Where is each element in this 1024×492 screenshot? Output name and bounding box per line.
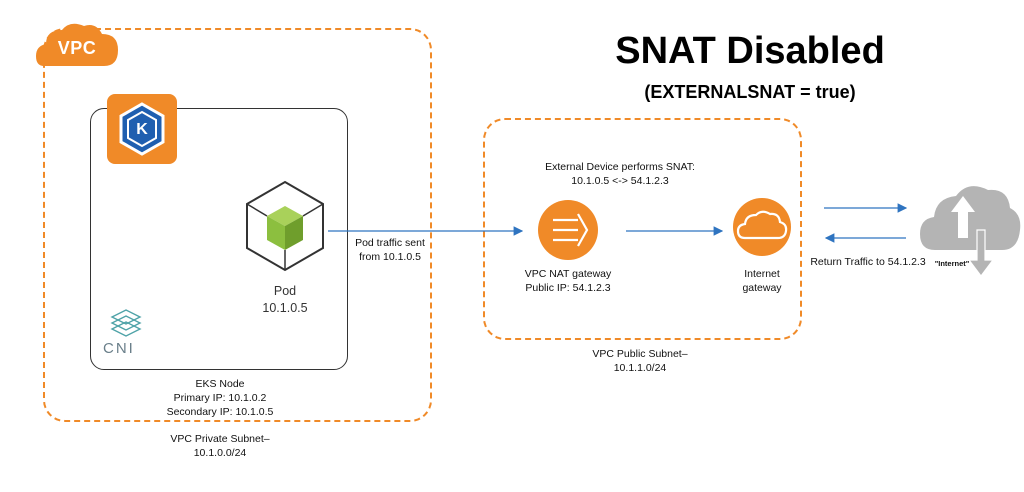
pod-label: Pod	[273, 284, 297, 298]
private-subnet-line1: VPC Private Subnet–	[170, 433, 270, 445]
internet-gateway-icon	[733, 198, 791, 256]
public-subnet-label: VPC Public Subnet– 10.1.1.0/24	[570, 347, 710, 375]
public-subnet-line2: 10.1.1.0/24	[613, 362, 667, 374]
internet-gateway-label: Internet gateway	[722, 267, 802, 295]
vpc-tag: VPC	[34, 20, 120, 70]
nat-gateway-label: VPC NAT gateway Public IP: 54.1.2.3	[508, 267, 628, 295]
internet-cloud-icon	[920, 186, 1021, 277]
internet-gateway-line1: Internet	[744, 268, 780, 280]
pod-traffic-line2: from 10.1.0.5	[359, 251, 421, 263]
return-traffic-label: Return Traffic to 54.1.2.3	[810, 256, 926, 268]
nat-gateway-icon	[538, 200, 598, 260]
eks-node-info: EKS Node Primary IP: 10.1.0.2 Secondary …	[150, 377, 290, 419]
public-subnet-line1: VPC Public Subnet–	[592, 348, 688, 360]
pod-traffic-line1: Pod traffic sent	[355, 237, 425, 249]
pod-ip: 10.1.0.5	[262, 301, 308, 315]
nat-gateway-line1: VPC NAT gateway	[524, 268, 612, 280]
nat-gateway-line2: Public IP: 54.1.2.3	[525, 282, 611, 294]
pod-traffic-text: Pod traffic sent from 10.1.0.5	[340, 236, 440, 264]
public-subnet-boundary	[483, 118, 802, 340]
external-device-line2: 10.1.0.5 <-> 54.1.2.3	[571, 175, 669, 187]
pod-cube-icon	[246, 180, 324, 272]
eks-icon: K	[107, 94, 177, 164]
eks-node-secondary-ip: Secondary IP: 10.1.0.5	[166, 406, 274, 418]
diagram-title: SNAT Disabled	[615, 30, 885, 72]
eks-node-name: EKS Node	[195, 378, 245, 390]
internet-label: "Internet"	[934, 259, 970, 268]
vpc-cloud-icon	[36, 23, 118, 66]
internet-gateway-line2: gateway	[742, 282, 782, 294]
external-device-text: External Device performs SNAT: 10.1.0.5 …	[520, 160, 720, 188]
private-subnet-line2: 10.1.0.0/24	[193, 447, 247, 459]
diagram-subtitle: (EXTERNALSNAT = true)	[644, 82, 856, 102]
eks-node-primary-ip: Primary IP: 10.1.0.2	[173, 392, 267, 404]
private-subnet-label: VPC Private Subnet– 10.1.0.0/24	[150, 432, 290, 460]
external-device-line1: External Device performs SNAT:	[545, 161, 695, 173]
vpc-label: VPC	[57, 38, 97, 58]
svg-text:K: K	[136, 121, 148, 138]
vpc-boundary	[43, 28, 432, 422]
cni-icon	[110, 309, 142, 337]
cni-label: CNI	[103, 340, 135, 357]
pod-label-group: Pod 10.1.0.5	[245, 283, 325, 317]
